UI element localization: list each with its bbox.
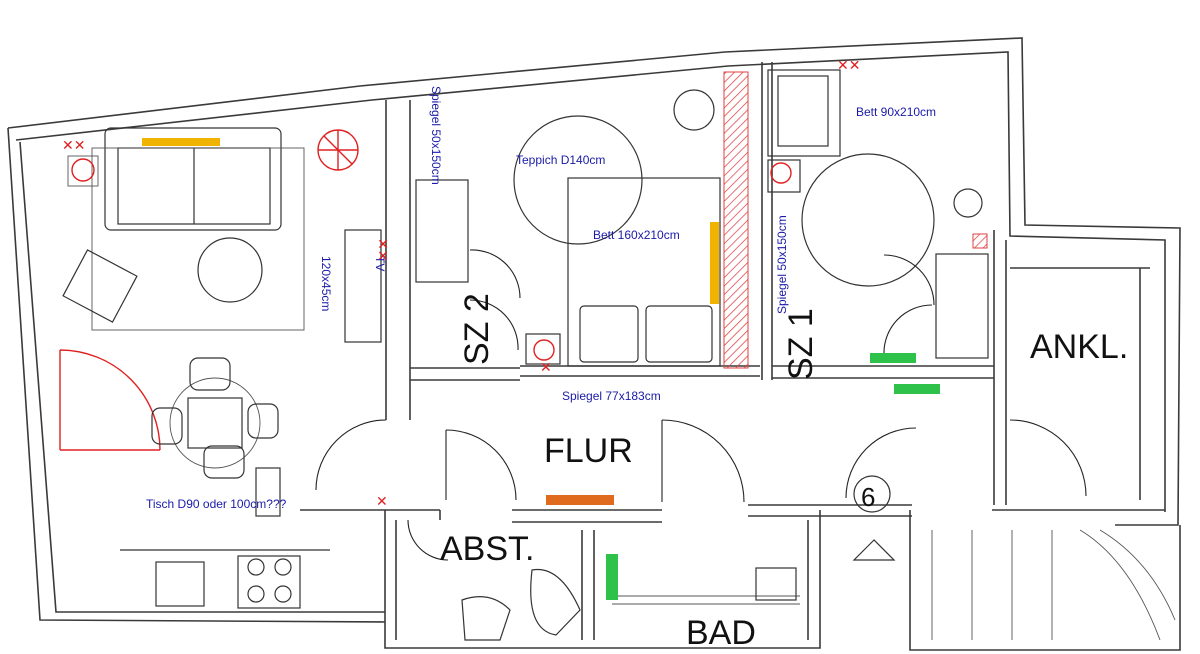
x-mark: ✕✕ (837, 58, 860, 74)
living-room-furniture (62, 127, 382, 609)
green-marker (870, 353, 916, 363)
green-marker (606, 554, 618, 600)
fan-icon (770, 162, 792, 184)
x-mark: ✕✕ (62, 138, 85, 154)
room-label-ankl: ANKL. (1030, 328, 1128, 366)
x-mark: ✕✕ (374, 238, 390, 261)
room-label-sz2: SZ 2 (458, 293, 496, 365)
door-swings (59, 249, 1087, 561)
outer-walls (7, 37, 1181, 651)
room-label-flur: FLUR (544, 432, 633, 470)
annotation-spiegel-sz1: Spiegel 50x150cm (775, 215, 789, 314)
yellow-marker (710, 222, 719, 304)
green-marker (894, 384, 940, 394)
yellow-marker (142, 138, 220, 146)
room-label-sz1: SZ 1 (782, 308, 820, 380)
annotation-tv: TV (373, 256, 387, 271)
fan-icon (317, 129, 359, 171)
room-label-abst: ABST. (440, 530, 534, 568)
bathroom-stairs (461, 475, 1176, 641)
annotation-spiegel-sz2: Spiegel 50x150cm (429, 86, 443, 185)
hatched-wall (723, 71, 749, 369)
x-mark: ✕ (540, 360, 552, 376)
annotation-tisch: Tisch D90 oder 100cm??? (146, 497, 287, 511)
fan-icon (67, 155, 99, 187)
room-label-bad: BAD (686, 614, 756, 652)
sz1-furniture (767, 69, 989, 359)
hatched-small (972, 233, 988, 249)
annotation-tv-size: 120x45cm (319, 256, 333, 311)
annotation-spiegel-flur: Spiegel 77x183cm (562, 389, 661, 403)
stair-number: 6 (861, 482, 875, 512)
orange-marker (546, 495, 614, 505)
fan-icon (533, 339, 555, 361)
x-mark: ✕ (376, 494, 388, 510)
interior-walls (300, 62, 1165, 640)
sz2-furniture (415, 89, 721, 367)
annotation-bett-single: Bett 90x210cm (856, 105, 936, 119)
annotation-bett-double: Bett 160x210cm (593, 228, 680, 242)
annotation-teppich: Teppich D140cm (516, 153, 605, 167)
